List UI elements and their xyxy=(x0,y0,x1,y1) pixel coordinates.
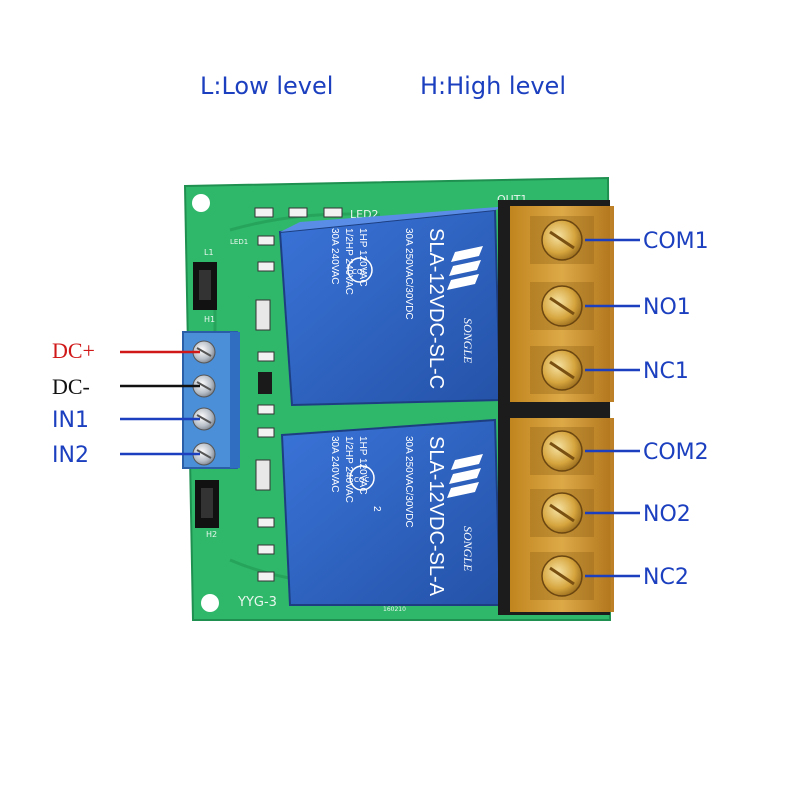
screw-slot xyxy=(549,296,575,316)
pcb-led1-text: LED1 xyxy=(230,238,248,246)
pin-label-dc: DC+ xyxy=(52,338,95,363)
relay-1-rating4: 30A 240VAC xyxy=(329,228,340,285)
songle-logo-icon xyxy=(447,246,483,290)
pin-label-nc1: NC1 xyxy=(643,359,689,384)
screw-slot xyxy=(549,503,575,523)
relay-1-model: SLA-12VDC-SL-C xyxy=(425,228,447,389)
relay-1-rating2: 1HP 120VAC xyxy=(357,228,368,287)
pin-label-in2: IN2 xyxy=(52,443,89,468)
smd-components xyxy=(254,207,343,582)
jumper-1[interactable] xyxy=(193,262,217,310)
songle-logo-icon xyxy=(447,454,483,498)
screw-slot xyxy=(196,347,212,357)
mount-hole xyxy=(201,594,219,612)
pin-label-dc: DC- xyxy=(52,374,90,399)
pin-label-nc2: NC2 xyxy=(643,565,689,590)
cqc-cert-icon xyxy=(347,257,373,283)
screw-slot xyxy=(549,566,575,586)
relay-2-rating1: 30A 250VAC/30VDC xyxy=(403,436,414,528)
pin-label-no2: NO2 xyxy=(643,502,691,527)
screw-slot xyxy=(196,414,212,424)
pcb-model-text: YYG-3 xyxy=(237,595,277,610)
relay-2-number: 2 xyxy=(371,506,382,512)
relay-1-brand: SONGLE xyxy=(461,318,475,364)
pin-label-no1: NO1 xyxy=(643,295,691,320)
low-level-label: L:Low level xyxy=(200,72,334,100)
relay-2-cert: CQC xyxy=(354,476,369,484)
relay-2-model: SLA-12VDC-SL-A xyxy=(425,436,447,597)
mount-hole xyxy=(192,194,210,212)
pcb-h1-text: H1 xyxy=(204,315,215,324)
pin-label-com2: COM2 xyxy=(643,440,709,465)
relay-2-rating4: 30A 240VAC xyxy=(329,436,340,493)
pcb-date-text: 160210 xyxy=(383,606,406,613)
relay-1-rating1: 30A 250VAC/30VDC xyxy=(403,228,414,320)
relay-1-rating3: 1/2HP 240VAC xyxy=(343,228,354,295)
screw-slot xyxy=(549,230,575,250)
high-level-label: H:High level xyxy=(420,72,566,100)
relay-2: SLA-12VDC-SL-A 30A 250VAC/30VDC 1HP 120V… xyxy=(280,418,502,606)
relay-2-brand: SONGLE xyxy=(461,526,475,572)
relay-1: SLA-12VDC-SL-C 30A 250VAC/30VDC 1HP 120V… xyxy=(278,206,510,407)
pcb-h2-text: H2 xyxy=(206,530,217,539)
pcb-l1-text: L1 xyxy=(204,248,214,257)
screw-slot xyxy=(196,381,212,391)
screw-slot xyxy=(196,449,212,459)
screw-slot xyxy=(549,360,575,380)
screw-slot xyxy=(549,441,575,461)
relay-2-rating3: 1/2HP 240VAC xyxy=(343,436,354,503)
jumper-2[interactable] xyxy=(195,480,219,528)
pin-label-in1: IN1 xyxy=(52,408,89,433)
cqc-cert-icon xyxy=(349,465,375,491)
relay-1-cert: CQC xyxy=(352,268,367,276)
pin-label-com1: COM1 xyxy=(643,229,709,254)
